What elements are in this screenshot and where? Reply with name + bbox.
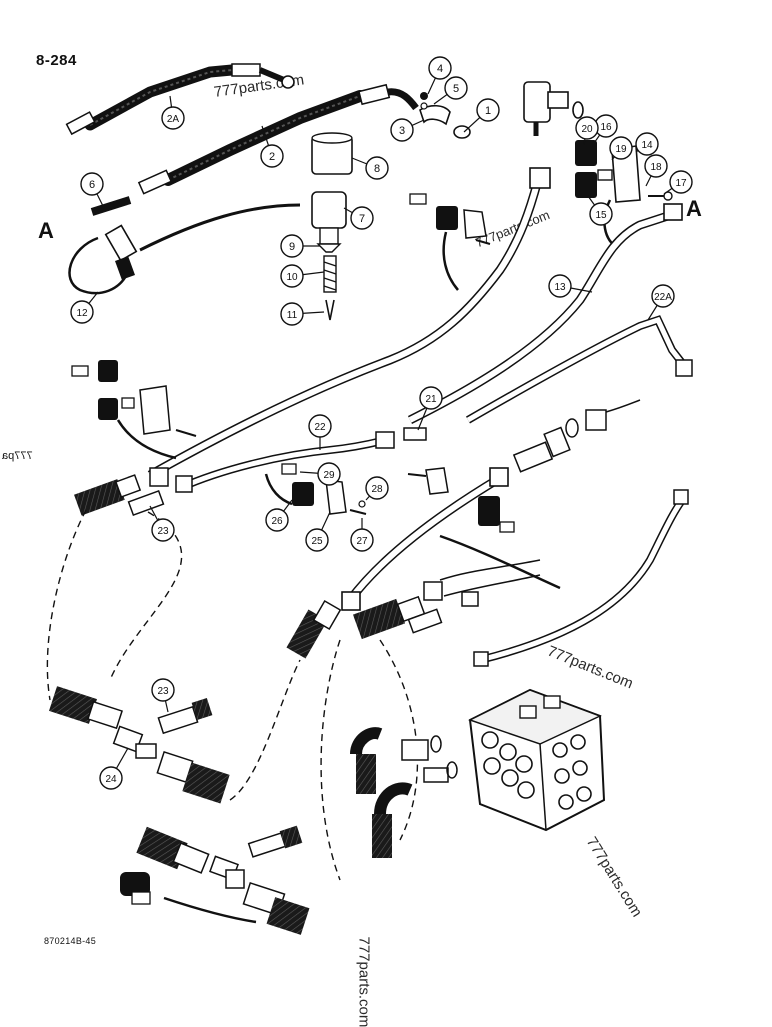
svg-text:26: 26 bbox=[271, 516, 283, 527]
control-valve-block bbox=[470, 690, 604, 830]
clamp-parts-upper-left bbox=[420, 92, 470, 138]
svg-text:17: 17 bbox=[675, 178, 687, 189]
callout-19: 19 bbox=[610, 137, 632, 160]
svg-text:21: 21 bbox=[425, 394, 437, 405]
svg-text:29: 29 bbox=[323, 470, 335, 481]
callout-23: 23 bbox=[150, 506, 174, 541]
svg-text:14: 14 bbox=[641, 140, 653, 151]
svg-text:3: 3 bbox=[399, 125, 405, 137]
callout-17: 17 bbox=[664, 171, 692, 194]
callout-7: 7 bbox=[344, 207, 373, 229]
clamp-parts-middle-left bbox=[72, 360, 196, 458]
callout-18: 18 bbox=[645, 155, 667, 186]
callout-15: 15 bbox=[588, 196, 612, 225]
svg-text:13: 13 bbox=[554, 282, 566, 293]
svg-text:22A: 22A bbox=[654, 292, 672, 303]
callout-3: 3 bbox=[391, 119, 424, 141]
callout-25: 25 bbox=[306, 512, 330, 551]
svg-text:10: 10 bbox=[286, 272, 298, 283]
callout-24: 24 bbox=[100, 748, 128, 789]
adapter-fittings-center-right bbox=[514, 400, 640, 472]
diagram-artwork: 122A34567891011121314151617181920212222A… bbox=[0, 0, 772, 1000]
dashed-hose-routes bbox=[47, 510, 417, 880]
elbow-hoses-center-bottom bbox=[356, 733, 457, 858]
callout-26: 26 bbox=[266, 500, 292, 531]
svg-text:11: 11 bbox=[287, 310, 298, 321]
svg-text:20: 20 bbox=[581, 124, 593, 135]
elbow-fitting-upper bbox=[524, 82, 583, 136]
svg-text:23: 23 bbox=[157, 526, 169, 537]
svg-text:28: 28 bbox=[371, 484, 383, 495]
svg-text:25: 25 bbox=[311, 536, 323, 547]
svg-text:8: 8 bbox=[374, 163, 380, 175]
callout-29: 29 bbox=[300, 463, 340, 485]
callout-2a: 2A bbox=[162, 96, 184, 129]
svg-text:24: 24 bbox=[105, 774, 117, 785]
hose-assembly-bottom-left bbox=[120, 826, 309, 935]
callout-23b: 23 bbox=[152, 679, 174, 712]
callout-1: 1 bbox=[464, 99, 499, 132]
callout-22: 22 bbox=[309, 415, 331, 450]
svg-text:16: 16 bbox=[600, 122, 612, 133]
hose-ends-center bbox=[286, 560, 540, 659]
callout-11: 11 bbox=[281, 303, 324, 325]
callout-27: 27 bbox=[351, 518, 373, 551]
coupler-parts bbox=[312, 133, 352, 320]
callout-14: 14 bbox=[636, 133, 658, 155]
callout-10: 10 bbox=[281, 265, 324, 287]
svg-text:19: 19 bbox=[615, 144, 627, 155]
svg-text:1: 1 bbox=[485, 105, 491, 117]
svg-text:5: 5 bbox=[453, 83, 459, 95]
svg-text:2A: 2A bbox=[167, 114, 180, 125]
callout-12: 12 bbox=[71, 292, 98, 323]
svg-text:22: 22 bbox=[314, 422, 326, 433]
tee-fitting-left-with-hose bbox=[70, 200, 300, 293]
callout-22a: 22A bbox=[648, 285, 674, 320]
callout-28: 28 bbox=[366, 477, 388, 500]
hose-ends-left bbox=[74, 468, 192, 515]
clamp-parts-upper-middle bbox=[410, 194, 490, 290]
callout-9: 9 bbox=[281, 235, 320, 257]
svg-text:2: 2 bbox=[269, 151, 275, 163]
callout-6: 6 bbox=[81, 173, 104, 208]
svg-text:9: 9 bbox=[289, 241, 295, 253]
svg-text:23: 23 bbox=[157, 686, 169, 697]
hose-assembly-lower-left bbox=[49, 686, 230, 803]
svg-text:4: 4 bbox=[437, 63, 443, 75]
tube-lower-right bbox=[474, 490, 688, 666]
callout-20: 20 bbox=[576, 117, 598, 144]
svg-text:27: 27 bbox=[356, 536, 368, 547]
callout-8: 8 bbox=[352, 157, 388, 179]
svg-text:18: 18 bbox=[650, 162, 662, 173]
svg-text:6: 6 bbox=[89, 179, 95, 191]
callout-5: 5 bbox=[434, 77, 467, 104]
tube-13 bbox=[410, 204, 682, 420]
svg-text:15: 15 bbox=[595, 210, 607, 221]
parts-diagram-sheet: 8-284 870214B-45 A A 777pa 777parts.com … bbox=[0, 0, 772, 1000]
clamp-parts-middle bbox=[266, 464, 366, 514]
svg-text:7: 7 bbox=[359, 213, 365, 225]
tube-long-upper bbox=[150, 168, 550, 475]
svg-text:12: 12 bbox=[76, 308, 88, 319]
